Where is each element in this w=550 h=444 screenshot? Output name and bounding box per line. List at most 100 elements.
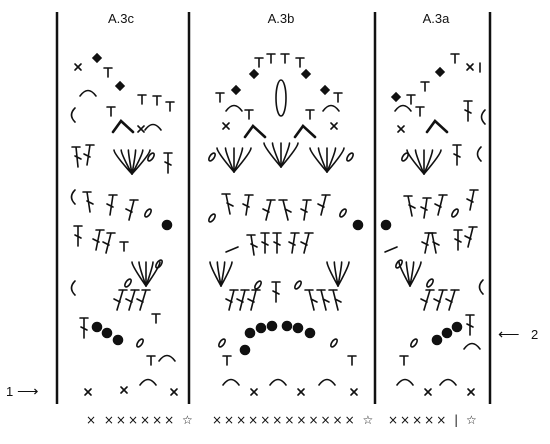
double-crochet-symbol (247, 289, 261, 311)
fan-stitch-symbol (263, 142, 282, 168)
chain-arc-symbol (158, 354, 176, 362)
arrow-stitch-symbol (384, 246, 398, 253)
fan-stitch-symbol (220, 261, 233, 287)
double-crochet-symbol (262, 199, 276, 221)
half-double-symbol (119, 241, 129, 252)
single-crochet-symbol (330, 122, 338, 130)
chain-paren-symbol (70, 189, 76, 205)
fan-stitch-symbol (280, 142, 299, 168)
fan-stitch-symbol (145, 261, 154, 287)
fan-stitch-symbol (280, 142, 291, 168)
fan-stitch-symbol (216, 261, 222, 287)
fan-stitch-symbol (409, 261, 415, 287)
double-crochet-symbol (433, 289, 448, 311)
single-crochet-symbol (137, 125, 145, 133)
chain-arc-symbol (318, 378, 336, 386)
single-crochet-symbol (74, 63, 82, 71)
chain-stitch-symbol (147, 152, 155, 162)
chain-arc-symbol (463, 342, 481, 350)
section-title-a3a: A.3a (422, 11, 450, 26)
half-double-symbol (244, 109, 254, 120)
bottom-row-a3a: ××××× | ☆ (388, 413, 479, 427)
double-crochet-symbol (464, 226, 478, 248)
bobble-symbol (239, 344, 251, 356)
chain-stitch-symbol (401, 152, 409, 162)
fan-stitch-symbol (131, 149, 151, 175)
chain-stitch-symbol (330, 338, 338, 348)
single-crochet-symbol (397, 125, 405, 133)
fan-stitch-symbol (216, 147, 235, 173)
half-double-symbol (137, 94, 147, 105)
chain-stitch-symbol (451, 208, 459, 218)
bobble-symbol (266, 320, 278, 332)
chain-stitch-symbol (254, 280, 262, 290)
long-loop-symbol (275, 79, 287, 117)
bobble-symbol (244, 327, 256, 339)
half-double-symbol (399, 355, 409, 366)
double-crochet-symbol (71, 146, 82, 168)
section-title-a3c: A.3c (107, 11, 135, 26)
chain-arc-symbol (322, 104, 340, 112)
chain-arc-symbol (139, 378, 157, 386)
chain-stitch-symbol (208, 152, 216, 162)
fan-stitch-symbol (127, 149, 133, 175)
slip-stitch-symbol (91, 52, 103, 64)
double-crochet-symbol (79, 317, 89, 339)
double-crochet-symbol (328, 289, 342, 311)
double-crochet-symbol (434, 194, 448, 216)
chain-stitch-symbol (426, 278, 434, 288)
double-crochet-symbol (300, 199, 312, 221)
double-crochet-symbol (260, 232, 270, 254)
single-crochet-symbol (466, 63, 474, 71)
fan-stitch-symbol (406, 149, 425, 175)
double-crochet-symbol (420, 197, 432, 219)
double-crochet-symbol (317, 194, 331, 216)
double-crochet-symbol (221, 193, 234, 215)
chain-stitch-symbol (218, 338, 226, 348)
fan-stitch-symbol (220, 261, 226, 287)
single-crochet-symbol (84, 388, 92, 396)
chain-stitch-symbol (339, 208, 347, 218)
slip-stitch-symbol (319, 84, 331, 96)
chain-arc-symbol (222, 378, 240, 386)
fan-stitch-symbol (405, 261, 411, 287)
half-double-symbol (347, 355, 357, 366)
chain-stitch-symbol (208, 213, 216, 223)
double-crochet-symbol (82, 191, 94, 213)
fan-stitch-symbol (271, 142, 282, 168)
half-double-symbol (106, 106, 116, 117)
double-crochet-symbol (125, 199, 139, 221)
single-crochet-symbol (297, 388, 305, 396)
chain-paren-symbol (70, 107, 76, 123)
row-2-label: 2 (531, 327, 539, 342)
double-crochet-symbol (453, 229, 463, 251)
single-crochet-symbol (250, 388, 258, 396)
slip-stitch-symbol (248, 68, 260, 80)
bobble-symbol (380, 219, 392, 231)
chain-stitch-symbol (136, 338, 144, 348)
bobble-symbol (112, 334, 124, 346)
half-double-symbol (406, 94, 416, 105)
fan-stitch-symbol (145, 261, 161, 287)
chain-arc-symbol (144, 123, 162, 131)
chain-stitch-symbol (124, 278, 132, 288)
fan-stitch-symbol (113, 149, 133, 175)
fan-stitch-symbol (333, 261, 339, 287)
chain-stitch-symbol (410, 338, 418, 348)
half-double-symbol (146, 355, 156, 366)
single-crochet-symbol (222, 122, 230, 130)
half-double-symbol (450, 53, 460, 64)
double-crochet-symbol (246, 234, 258, 256)
double-crochet-symbol (271, 281, 281, 303)
fan-stitch-symbol (131, 149, 144, 175)
fan-stitch-symbol (409, 261, 422, 287)
half-double-symbol (305, 109, 315, 120)
fan-stitch-symbol (337, 261, 350, 287)
chain-stitch-symbol (155, 259, 163, 269)
fan-stitch-symbol (309, 147, 328, 173)
single-crochet-symbol (120, 386, 128, 394)
bobble-symbol (431, 334, 443, 346)
chain-paren-symbol (476, 146, 482, 162)
half-double-symbol (103, 67, 113, 78)
